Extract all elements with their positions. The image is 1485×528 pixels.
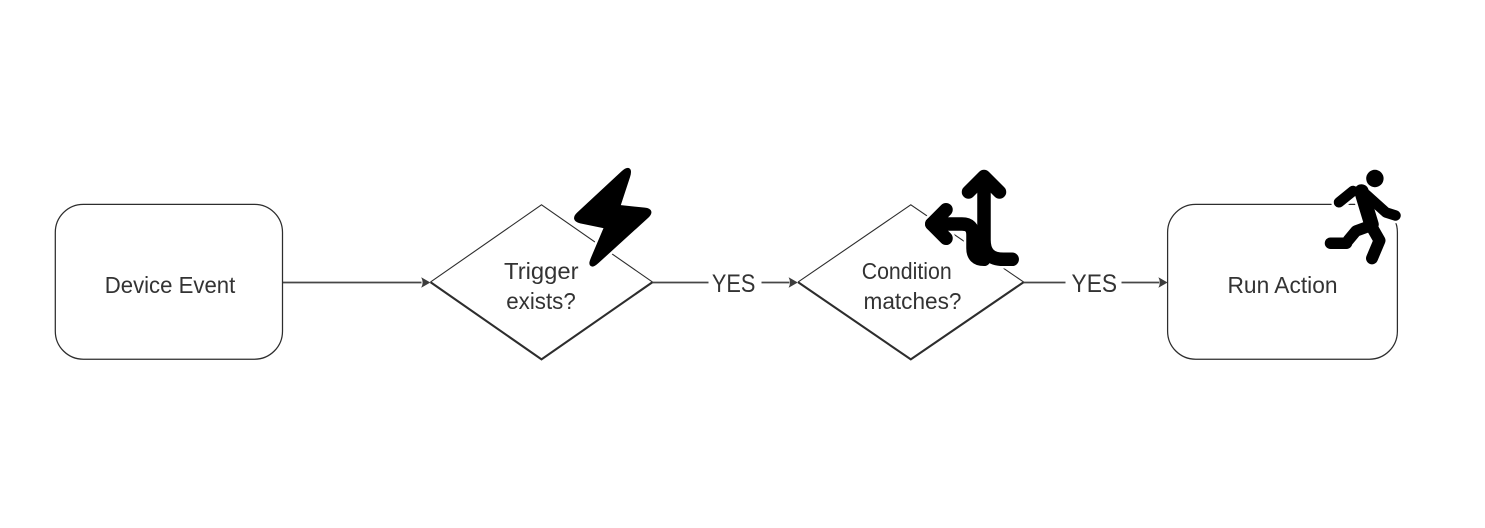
svg-text:Condition: Condition (862, 258, 952, 284)
svg-text:exists?: exists? (506, 288, 576, 314)
svg-text:Run Action: Run Action (1228, 272, 1338, 298)
svg-text:Trigger: Trigger (504, 258, 579, 284)
svg-text:YES: YES (712, 270, 756, 298)
svg-text:YES: YES (1072, 270, 1118, 298)
svg-text:matches?: matches? (864, 288, 962, 314)
svg-text:Device Event: Device Event (105, 272, 236, 298)
